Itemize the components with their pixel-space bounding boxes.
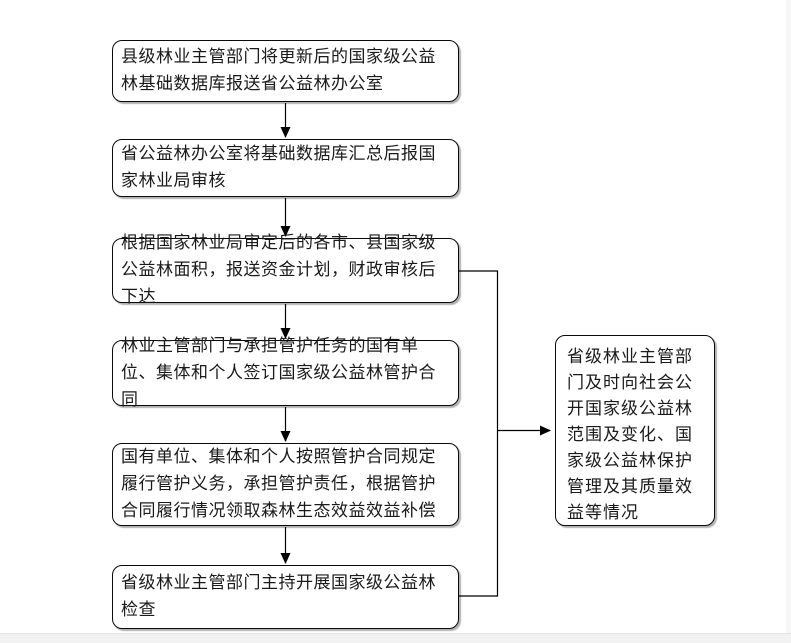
flow-step-text: 县级林业主管部门将更新后的国家级公益林基础数据库报送省公益林办公室 <box>121 47 436 94</box>
flow-step-text: 国有单位、集体和个人按照管护合同规定履行管护义务，承担管护责任，根据管护合同履行… <box>121 447 436 521</box>
flow-step-province-inspection: 省级林业主管部门主持开展国家级公益林检查 <box>112 565 459 629</box>
flow-step-text: 省公益林办公室将基础数据库汇总后报国家林业局审核 <box>121 144 436 191</box>
flow-step-perform-contract-compensation: 国有单位、集体和个人按照管护合同规定履行管护义务，承担管护责任，根据管护合同履行… <box>112 443 459 526</box>
flow-step-sign-management-contract: 林业主管部门与承担管护任务的国有单位、集体和个人签订国家级公益林管护合同 <box>112 336 459 410</box>
vertical-scrollbar[interactable] <box>786 0 791 633</box>
flow-step-province-summary-review: 省公益林办公室将基础数据库汇总后报国家林业局审核 <box>112 139 459 197</box>
horizontal-scrollbar[interactable] <box>0 633 791 643</box>
flow-step-fund-plan-approval: 根据国家林业局审定后的各市、县国家级公益林面积，报送资金计划，财政审核后下达 <box>112 233 459 307</box>
flow-step-county-database-report: 县级林业主管部门将更新后的国家级公益林基础数据库报送省公益林办公室 <box>112 40 459 102</box>
flow-step-text: 省级林业主管部门主持开展国家级公益林检查 <box>121 573 436 620</box>
bracket-connector <box>459 270 499 597</box>
flow-side-text: 省级林业主管部门及时向社会公开国家级公益林范围及变化、国家级公益林保护管理及其质… <box>567 347 693 523</box>
flow-step-text: 林业主管部门与承担管护任务的国有单位、集体和个人签订国家级公益林管护合同 <box>121 335 436 410</box>
flow-step-text: 根据国家林业局审定后的各市、县国家级公益林面积，报送资金计划，财政审核后下达 <box>121 233 436 307</box>
flow-side-public-disclosure: 省级林业主管部门及时向社会公开国家级公益林范围及变化、国家级公益林保护管理及其质… <box>555 335 715 526</box>
